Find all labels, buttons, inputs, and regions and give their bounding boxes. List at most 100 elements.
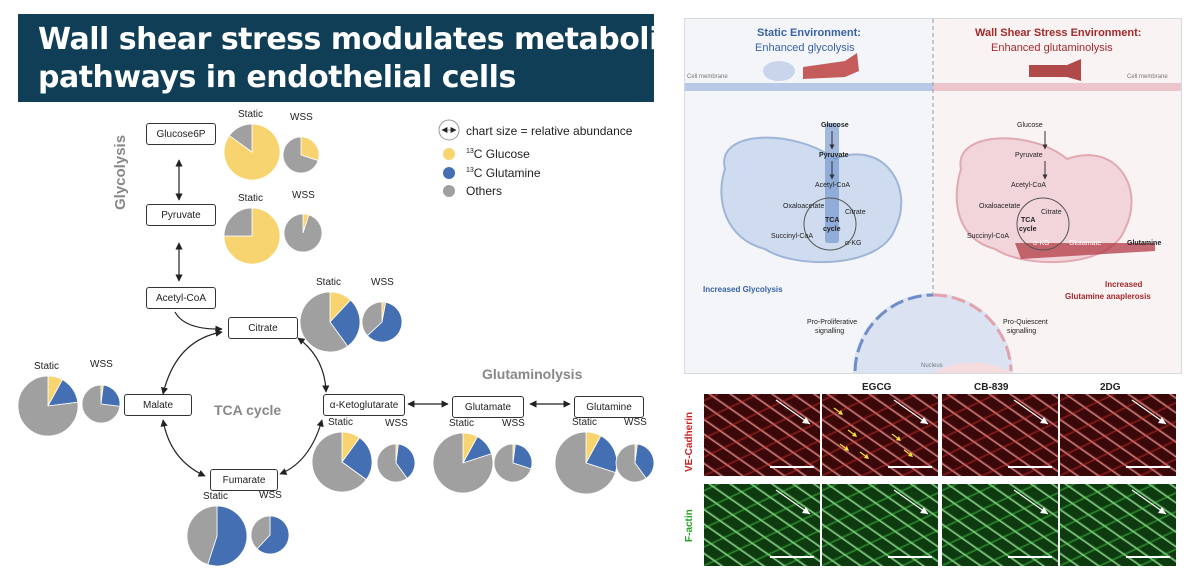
pie-label-wss: WSS bbox=[371, 277, 394, 288]
pie-wss-glutamate bbox=[615, 443, 655, 483]
scale-bar bbox=[1008, 466, 1052, 468]
membrane-left bbox=[685, 83, 933, 91]
pie-static-fumarate-slice-2 bbox=[432, 432, 494, 494]
legend-glutamine-swatch bbox=[443, 167, 455, 179]
pie-label-static: Static bbox=[238, 109, 264, 120]
mitochondrion-right bbox=[955, 137, 1133, 264]
r-cycle: cycle bbox=[1019, 226, 1037, 233]
arrow-acetylcoa-citrate bbox=[174, 311, 223, 333]
r-result-2: Glutamine anaplerosis bbox=[1065, 292, 1151, 301]
direction-arrow-icon bbox=[775, 399, 811, 425]
legend-size-note: chart size = relative abundance bbox=[466, 124, 633, 138]
pie-static-malate bbox=[17, 375, 79, 437]
pie-wss-pyruvate-slice-2 bbox=[283, 213, 323, 253]
pie-wss-pyruvate bbox=[283, 213, 323, 253]
wss-vessel-icon bbox=[1029, 59, 1081, 81]
micro-factin-1 bbox=[822, 484, 938, 566]
col-egcg: EGCG bbox=[862, 382, 892, 393]
metabolism-schematic: Static Environment: Enhanced glycolysis … bbox=[684, 18, 1182, 374]
pie-wss-glutamine bbox=[250, 515, 290, 555]
box-fumarate-label: Fumarate bbox=[222, 474, 266, 486]
l-signal-2: signalling bbox=[815, 328, 845, 335]
scale-bar bbox=[770, 556, 814, 558]
pie-static-pyruvate bbox=[223, 207, 281, 265]
micro-vecadherin-0 bbox=[704, 394, 820, 476]
pie-static--ketoglutarate bbox=[311, 431, 373, 493]
micro-factin-2 bbox=[942, 484, 1058, 566]
scale-bar bbox=[888, 556, 932, 558]
pie-label-wss: WSS bbox=[292, 190, 315, 201]
pie-label-wss: WSS bbox=[259, 490, 282, 501]
pie-wss-citrate-slice-1 bbox=[366, 301, 403, 343]
title-line-2: pathways in endothelial cells bbox=[38, 60, 516, 95]
schematic-svg bbox=[685, 19, 1181, 373]
box-citrate: Citrate bbox=[228, 317, 298, 339]
box-glutamine: Glutamine bbox=[574, 396, 644, 418]
col-cb839: CB-839 bbox=[974, 382, 1009, 393]
arc-citrate-akg bbox=[297, 337, 330, 393]
legend-glucose-swatch bbox=[443, 148, 455, 160]
r-signal-2: signalling bbox=[1007, 328, 1037, 335]
pie-static-glucose6p bbox=[223, 123, 281, 181]
pie-static-citrate-slice-2 bbox=[299, 291, 349, 353]
col-2dg: 2DG bbox=[1100, 382, 1121, 393]
micro-factin-0 bbox=[704, 484, 820, 566]
pie-wss-glucose6p bbox=[282, 136, 320, 174]
box-fumarate: Fumarate bbox=[210, 469, 278, 491]
mitochondrion-left bbox=[720, 136, 903, 264]
pie-static-glutamine bbox=[186, 505, 248, 567]
row-vecadherin: VE-Cadherin bbox=[684, 411, 695, 472]
box-akg: α-Ketoglutarate bbox=[323, 394, 405, 416]
l-result: Increased Glycolysis bbox=[703, 285, 783, 294]
legend-size-icon bbox=[438, 119, 460, 141]
pie-wss-citrate bbox=[361, 301, 403, 343]
pie-static-glutamate-slice-2 bbox=[554, 431, 616, 495]
pathway-diagram bbox=[17, 119, 655, 567]
l-cycle: cycle bbox=[823, 226, 841, 233]
box-pyruvate-label: Pyruvate bbox=[161, 209, 201, 221]
pie-static-glutamate bbox=[554, 431, 618, 495]
legend-others-swatch bbox=[443, 185, 455, 197]
box-acetylcoa: Acetyl-CoA bbox=[146, 287, 216, 309]
pie-label-static: Static bbox=[238, 193, 264, 204]
pie-static-pyruvate-slice-2 bbox=[223, 207, 253, 237]
box-acetylcoa-label: Acetyl-CoA bbox=[155, 292, 206, 304]
box-glutamine-label: Glutamine bbox=[586, 401, 632, 413]
pie-label-wss: WSS bbox=[385, 418, 408, 429]
tca-cycle-label: TCA cycle bbox=[214, 402, 282, 418]
pie-wss--ketoglutarate-slice-2 bbox=[376, 443, 408, 483]
arc-akg-fumarate bbox=[279, 419, 324, 475]
pie-label-static: Static bbox=[572, 417, 598, 428]
pie-static-glutamate-slice-1 bbox=[585, 435, 618, 474]
pie-wss-fumarate bbox=[493, 443, 533, 483]
r-citrate: Citrate bbox=[1041, 209, 1062, 216]
direction-arrow-icon bbox=[1013, 399, 1049, 425]
l-citrate: Citrate bbox=[845, 209, 866, 216]
pie-static-glucose6p-slice-2 bbox=[228, 123, 253, 153]
nucleus bbox=[853, 293, 1013, 373]
r-acetylcoa: Acetyl-CoA bbox=[1011, 182, 1047, 189]
glutaminolysis-label: Glutaminolysis bbox=[482, 366, 583, 382]
l-pyruvate: Pyruvate bbox=[819, 152, 849, 159]
direction-arrow-icon bbox=[893, 489, 929, 515]
cell-cluster-icon bbox=[763, 61, 795, 81]
pie-label-static: Static bbox=[203, 491, 229, 502]
pie-wss-glutamine-slice-1 bbox=[256, 515, 290, 555]
micro-vecadherin-2 bbox=[942, 394, 1058, 476]
r-akg: α-KG bbox=[1033, 240, 1050, 247]
pie-static-citrate-slice-1 bbox=[329, 299, 361, 347]
pie-wss--ketoglutarate bbox=[376, 443, 416, 483]
pie-wss-glucose6p-slice-0 bbox=[300, 136, 320, 162]
nucleus-label: Nucleus bbox=[921, 363, 943, 369]
micro-vecadherin-3 bbox=[1060, 394, 1176, 476]
scale-bar bbox=[770, 466, 814, 468]
static-vessel-icon bbox=[803, 53, 859, 79]
legend-glutamine-text: 13C Glutamine bbox=[466, 166, 541, 180]
r-succinyl: Succinyl-CoA bbox=[967, 233, 1010, 240]
r-glutamate: Glutamate bbox=[1069, 240, 1102, 247]
l-tca: TCA bbox=[825, 217, 840, 224]
pie-label-static: Static bbox=[316, 277, 342, 288]
l-acetylcoa: Acetyl-CoA bbox=[815, 182, 851, 189]
l-succinyl: Succinyl-CoA bbox=[771, 233, 814, 240]
legend-glutamine-sup: 13 bbox=[466, 167, 474, 174]
